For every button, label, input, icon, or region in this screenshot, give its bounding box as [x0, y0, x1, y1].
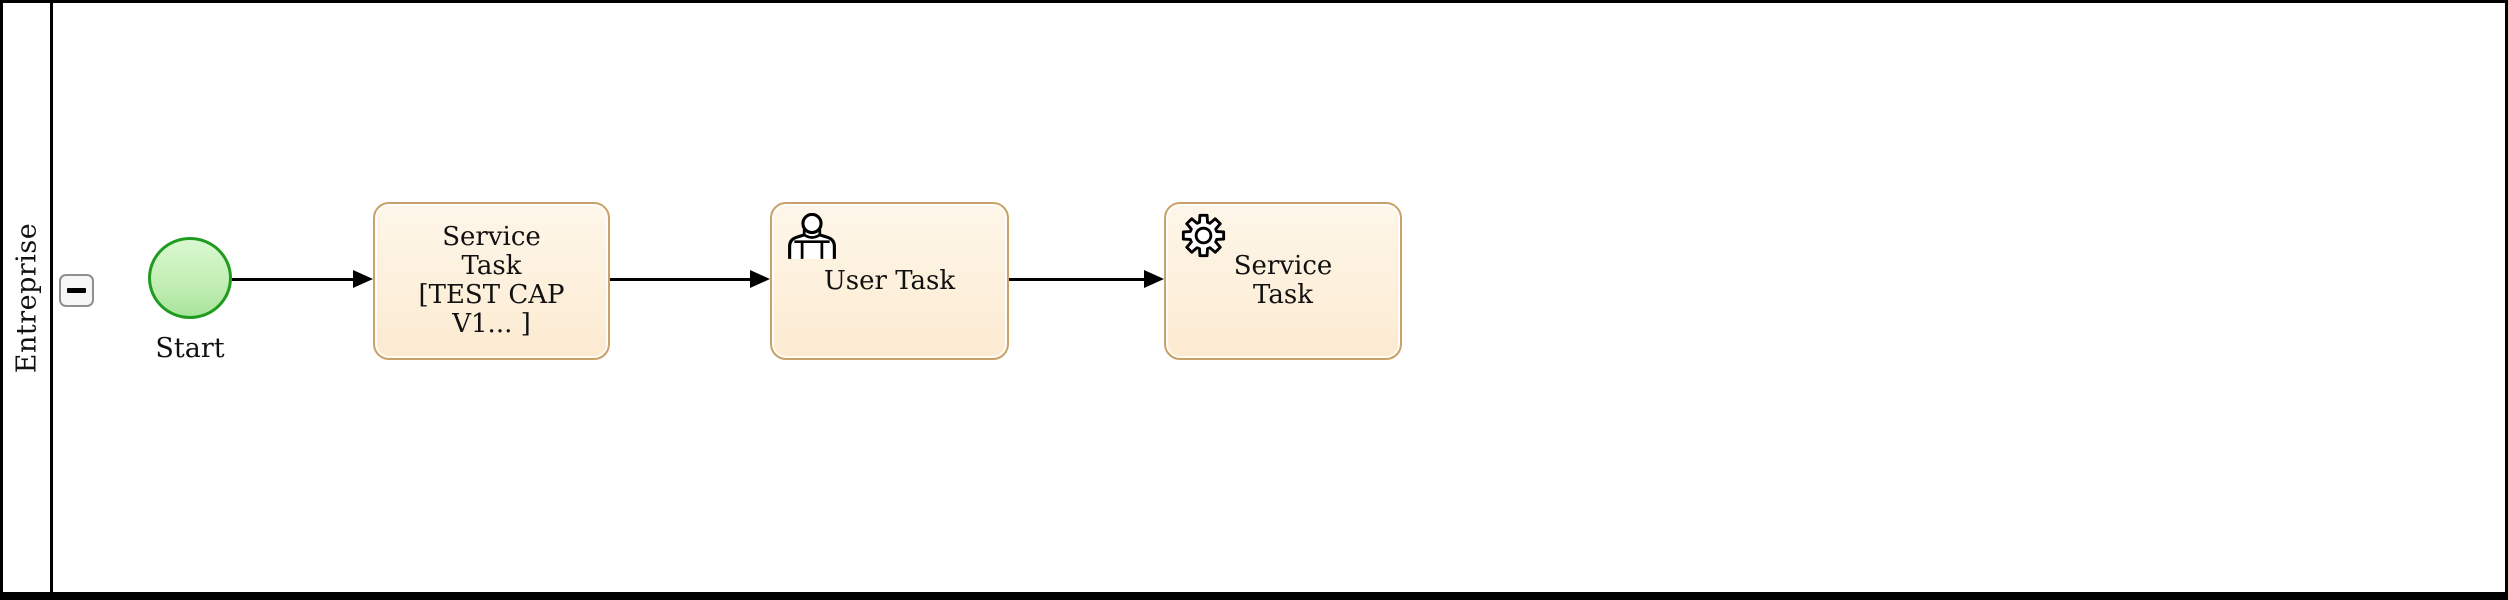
lane-label: Entreprise	[11, 222, 42, 373]
task-label-line: V1... ]	[452, 309, 531, 339]
lane-content: Start Service Task [TEST CAP V1... ] Use…	[53, 3, 2505, 592]
task-service-1[interactable]: Service Task [TEST CAP V1... ]	[373, 202, 610, 360]
user-icon	[788, 213, 836, 259]
task-label-line: Task	[461, 251, 522, 281]
arrowhead-icon	[1144, 270, 1164, 288]
process-pool: Entreprise Start Service Task [TEST CAP	[3, 3, 2505, 592]
task-label-line: Service	[1233, 251, 1333, 281]
task-label-line: User Task	[823, 265, 956, 296]
task-label-line: Task	[1253, 280, 1313, 310]
lane-header: Entreprise	[3, 3, 53, 592]
arrowhead-icon	[353, 270, 373, 288]
task-service-2[interactable]: Service Task	[1164, 202, 1402, 360]
lane-collapse-button[interactable]	[59, 274, 94, 307]
minus-icon	[67, 288, 86, 293]
sequence-flow-1[interactable]	[232, 278, 354, 281]
gear-icon	[1181, 213, 1226, 258]
task-label-line: [TEST CAP	[418, 280, 565, 310]
arrowhead-icon	[750, 270, 770, 288]
task-user[interactable]: User Task	[770, 202, 1009, 360]
sequence-flow-2[interactable]	[610, 278, 751, 281]
task-label-line: Service	[442, 222, 541, 252]
start-event-label: Start	[155, 333, 225, 364]
start-event[interactable]	[148, 237, 232, 319]
sequence-flow-3[interactable]	[1009, 278, 1145, 281]
